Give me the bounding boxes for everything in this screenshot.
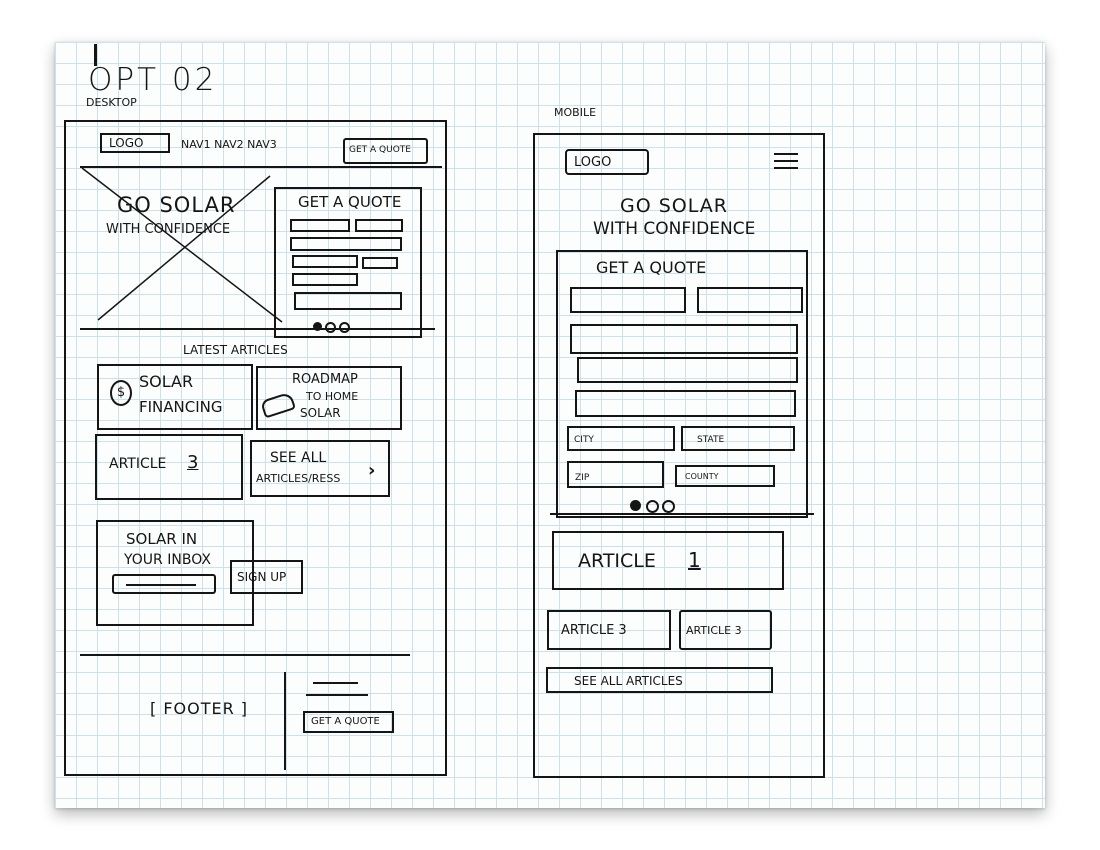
carousel-dot[interactable] — [646, 500, 659, 513]
desktop-nav-cta-label: GET A QUOTE — [349, 145, 411, 155]
desktop-quote-submit[interactable] — [294, 292, 402, 310]
tick-mark — [94, 44, 97, 66]
footer-text-line — [306, 694, 368, 696]
see-all-articles-label: SEE ALL ARTICLES — [574, 674, 683, 688]
card-1-line-1: SOLAR — [139, 372, 194, 391]
see-all-line-1: SEE ALL — [270, 450, 327, 466]
graph-paper-sheet — [55, 42, 1045, 808]
chevron-right-icon: › — [368, 460, 376, 481]
desktop-see-all-articles-card[interactable]: SEE ALL ARTICLES/RESS › — [250, 440, 390, 497]
desktop-nav-links[interactable]: NAV1 NAV2 NAV3 — [181, 138, 277, 151]
mobile-article-1-card[interactable]: ARTICLE 1 — [552, 531, 784, 590]
card-1-line-2: FINANCING — [139, 398, 223, 416]
card-3-number: 3 — [187, 452, 199, 473]
mobile-city-field[interactable]: CITY — [567, 426, 675, 451]
desktop-logo[interactable]: LOGO — [100, 133, 170, 153]
mobile-form-divider — [550, 513, 814, 515]
desktop-nav-cta-button[interactable]: GET A QUOTE — [343, 138, 428, 164]
desktop-article-card-3[interactable]: ARTICLE 3 — [95, 434, 243, 500]
state-placeholder: STATE — [697, 435, 725, 445]
desktop-footer-cta-button[interactable]: GET A QUOTE — [303, 711, 394, 733]
mobile-state-select[interactable]: STATE — [681, 426, 795, 451]
article-a-label: ARTICLE 3 — [561, 623, 627, 638]
sign-up-label: SIGN UP — [237, 570, 287, 584]
carousel-dot[interactable] — [662, 500, 675, 513]
hamburger-icon[interactable] — [774, 153, 798, 171]
desktop-frame — [64, 120, 447, 776]
article-1-number: 1 — [688, 548, 701, 572]
mobile-hero-headline-2: WITH CONFIDENCE — [593, 219, 756, 239]
mobile-zip-field[interactable]: ZIP — [567, 461, 664, 488]
zip-placeholder: ZIP — [575, 473, 590, 483]
mobile-label: MOBILE — [554, 106, 597, 119]
desktop-logo-text: LOGO — [109, 136, 144, 150]
county-placeholder: COUNTY — [685, 472, 719, 481]
mobile-quote-field[interactable] — [575, 390, 796, 417]
card-2-line-1: ROADMAP — [292, 372, 358, 387]
desktop-article-card-1[interactable]: $ SOLAR FINANCING — [97, 364, 253, 430]
mobile-logo[interactable]: LOGO — [565, 149, 649, 175]
desktop-quote-field[interactable] — [355, 219, 403, 232]
sheet-title: OPT 02 — [88, 62, 218, 98]
input-placeholder-line — [126, 584, 196, 586]
article-b-label: ARTICLE 3 — [686, 624, 742, 637]
desktop-quote-title: GET A QUOTE — [298, 193, 402, 211]
carousel-dot-active[interactable] — [630, 500, 641, 511]
city-placeholder: CITY — [574, 435, 594, 445]
mobile-frame — [533, 133, 825, 778]
desktop-hero-headline-1: GO SOLAR — [117, 193, 236, 217]
desktop-footer-vertical-divider — [284, 672, 286, 770]
desktop-articles-heading: LATEST ARTICLES — [183, 343, 288, 357]
desktop-newsletter-box: SOLAR IN YOUR INBOX — [96, 520, 254, 626]
card-2-line-3: SOLAR — [300, 406, 341, 420]
hamburger-bar — [774, 160, 798, 162]
see-all-line-2: ARTICLES/RESS — [256, 472, 341, 485]
car-icon — [260, 391, 296, 419]
card-3-label: ARTICLE — [109, 456, 167, 472]
mobile-article-card-b[interactable]: ARTICLE 3 — [679, 610, 772, 650]
desktop-quote-field[interactable] — [292, 273, 358, 286]
desktop-hero-headline-2: WITH CONFIDENCE — [106, 222, 231, 237]
mobile-see-all-articles-button[interactable]: SEE ALL ARTICLES — [546, 667, 773, 693]
mobile-logo-text: LOGO — [574, 155, 612, 170]
mobile-quote-field[interactable] — [570, 324, 798, 354]
mobile-county-field[interactable]: COUNTY — [675, 465, 775, 487]
desktop-hero-divider — [80, 328, 435, 330]
mobile-quote-field[interactable] — [570, 287, 686, 313]
newsletter-email-input[interactable] — [112, 574, 216, 594]
newsletter-line-1: SOLAR IN — [126, 530, 198, 548]
article-1-label: ARTICLE — [578, 550, 656, 572]
mobile-quote-form: GET A QUOTE — [556, 250, 808, 518]
desktop-nav-divider — [80, 166, 442, 168]
carousel-dot[interactable] — [325, 322, 336, 333]
hamburger-bar — [774, 153, 798, 155]
desktop-quote-field[interactable] — [362, 257, 398, 269]
newsletter-sign-up-button[interactable]: SIGN UP — [230, 560, 303, 594]
dollar-icon: $ — [110, 380, 132, 406]
mobile-hero-headline-1: GO SOLAR — [620, 195, 728, 217]
mobile-quote-title: GET A QUOTE — [596, 258, 707, 277]
desktop-quote-form: GET A QUOTE — [274, 187, 422, 338]
mobile-quote-field[interactable] — [697, 287, 803, 313]
hamburger-bar — [774, 167, 798, 169]
mobile-quote-field[interactable] — [577, 357, 798, 383]
desktop-label: DESKTOP — [86, 96, 137, 109]
desktop-quote-field[interactable] — [290, 219, 350, 232]
desktop-quote-field[interactable] — [290, 237, 402, 251]
carousel-dot-active[interactable] — [313, 322, 322, 331]
newsletter-line-2: YOUR INBOX — [124, 552, 211, 568]
mobile-article-card-a[interactable]: ARTICLE 3 — [547, 610, 671, 650]
desktop-article-card-2[interactable]: ROADMAP TO HOME SOLAR — [256, 366, 402, 430]
footer-text-line — [313, 682, 358, 684]
footer-cta-label: GET A QUOTE — [311, 716, 380, 727]
card-2-line-2: TO HOME — [306, 390, 359, 403]
desktop-footer-label: [ FOOTER ] — [150, 699, 249, 718]
desktop-quote-field[interactable] — [292, 255, 358, 268]
carousel-dot[interactable] — [339, 322, 350, 333]
desktop-footer-divider — [80, 654, 410, 656]
